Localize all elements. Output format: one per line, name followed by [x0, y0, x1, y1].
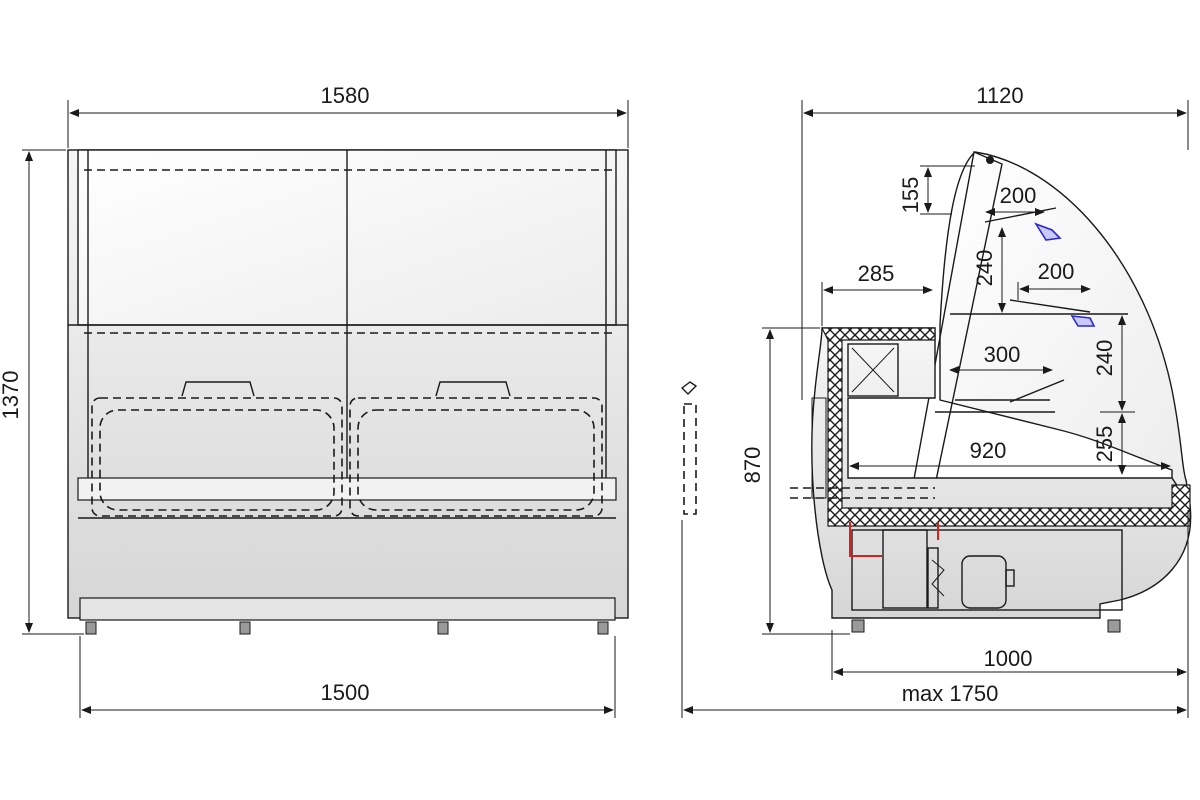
front-counter	[77, 477, 617, 501]
front-base	[79, 597, 616, 621]
front-width-bottom-label: 1500	[321, 680, 370, 705]
side-depth-top-label: 1120	[976, 83, 1023, 108]
front-dashed-trays	[91, 381, 603, 517]
side-depth-base-label: 1000	[984, 646, 1033, 671]
refrigerant-pipe	[849, 522, 939, 557]
dim-240-upper-label: 240	[972, 250, 997, 287]
side-height-label: 870	[740, 447, 765, 484]
dim-200-upper-label: 200	[1000, 183, 1037, 208]
side-view: 1120 1000 max 1750 870 155 200 240 200	[680, 83, 1192, 718]
front-height-label: 1370	[0, 371, 23, 420]
dim-200-lower-label: 200	[1038, 259, 1075, 284]
side-front-door	[680, 381, 698, 395]
dim-920-label: 920	[970, 438, 1007, 463]
front-view: 1580 1500 1370	[0, 83, 629, 718]
shelf-lamp-lower	[1070, 315, 1096, 327]
front-feet	[85, 621, 609, 635]
side-insulation	[821, 327, 1191, 527]
dim-155-label: 155	[898, 177, 923, 214]
dim-300-label: 300	[984, 342, 1021, 367]
dim-255-label: 255	[1092, 426, 1117, 463]
side-depth-max-label: max 1750	[902, 681, 999, 706]
dim-240-lower-label: 240	[1092, 340, 1117, 377]
shelf-lamp-upper	[1034, 222, 1062, 241]
front-width-top-label: 1580	[321, 83, 370, 108]
side-machine-compartment	[851, 529, 1123, 611]
dim-285-label: 285	[858, 261, 895, 286]
